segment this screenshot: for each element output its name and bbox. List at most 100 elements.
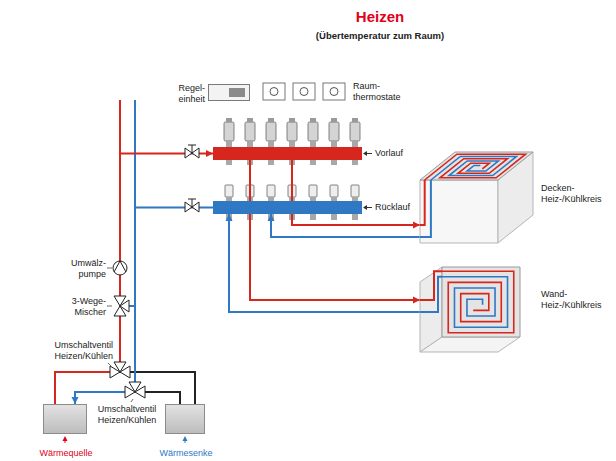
polygon-shape — [120, 366, 130, 378]
rect-shape — [226, 160, 232, 165]
supply-coil — [442, 271, 514, 333]
thermostat-dial — [300, 88, 308, 96]
panel-illustration — [420, 150, 535, 245]
arrowhead — [72, 397, 79, 404]
sink-pointer — [183, 436, 188, 443]
polygon-shape — [185, 202, 192, 212]
back-wall — [420, 180, 498, 243]
three-way-mixer — [114, 296, 129, 316]
room-thermostats — [263, 83, 345, 100]
heat-source: Wärmequelle — [43, 404, 87, 434]
display — [229, 88, 245, 97]
ball-valve — [185, 145, 199, 158]
ceiling-circuit: Decken- Heiz-/Kühlkreis — [420, 150, 609, 245]
return-coil — [431, 156, 517, 180]
polygon-shape — [183, 436, 188, 441]
rect-shape — [310, 118, 316, 122]
pipe-connector — [226, 214, 421, 312]
rect-shape — [268, 160, 274, 165]
arrowhead — [268, 214, 275, 221]
line-shape — [107, 306, 112, 307]
polygon-shape — [192, 202, 199, 212]
node-label: Rücklauf — [375, 202, 410, 213]
rect-shape — [331, 160, 337, 165]
pipe-line — [55, 154, 213, 405]
arrowhead — [206, 150, 213, 157]
subtitle: (Übertemperatur zum Raum) — [250, 30, 510, 42]
valve-label: Umschaltventil Heizen/Kühlen — [92, 404, 162, 426]
rect-shape — [287, 122, 297, 141]
heat-sink: Wärmesenke — [165, 404, 205, 434]
rect-shape — [289, 118, 295, 122]
rect-shape — [330, 185, 338, 197]
thermostat-dial — [270, 88, 278, 96]
ceiling-plane — [420, 152, 533, 180]
return-coil — [442, 277, 508, 327]
line-shape — [108, 363, 111, 366]
line-shape — [188, 145, 196, 146]
wall-circuit: Wand- Heiz-/Kühlkreis — [420, 262, 609, 357]
polygon-shape — [125, 386, 135, 398]
rect-shape — [331, 118, 337, 122]
line-shape — [192, 199, 193, 207]
node-label: Regel- einheit — [167, 83, 205, 105]
rect-shape — [267, 185, 275, 197]
leader-lines — [107, 268, 133, 402]
node-label: Vorlauf — [375, 148, 403, 159]
supply-manifold: Vorlauf — [213, 147, 362, 160]
changeover-valve — [125, 382, 145, 398]
pipe-line — [229, 214, 420, 312]
rect-shape — [329, 122, 339, 141]
return-manifold: Rücklauf — [213, 201, 362, 214]
circulation-pump — [113, 261, 127, 275]
rect-shape — [352, 160, 358, 165]
rect-shape — [225, 185, 233, 197]
rect-shape — [350, 122, 360, 141]
leader-arrow — [363, 147, 373, 160]
polygon-shape — [185, 148, 192, 158]
polygon-shape — [63, 436, 68, 441]
pipe-connector — [250, 160, 420, 304]
arrowhead — [413, 222, 420, 229]
line-shape — [114, 261, 120, 272]
control-unit: Regel- einheit — [208, 84, 250, 101]
rect-shape — [266, 122, 276, 141]
pipe-coil — [425, 154, 526, 180]
rect-shape — [351, 185, 359, 197]
source-pointer — [63, 436, 68, 443]
thermostat-dial — [330, 88, 338, 96]
rect-shape — [247, 118, 253, 122]
valve-label: Umschaltventil Heizen/Kühlen — [38, 340, 113, 362]
line-shape — [107, 268, 112, 269]
rect-shape — [331, 214, 337, 220]
line-shape — [120, 261, 126, 272]
rect-shape — [226, 118, 232, 122]
polygon-shape — [192, 148, 199, 158]
node-label: Wand- Heiz-/Kühlkreis — [541, 289, 607, 311]
wall-plane — [442, 267, 520, 337]
leader-head — [363, 151, 367, 156]
pipe-connector — [55, 150, 213, 404]
return-riser — [420, 277, 442, 312]
leader-arrow — [363, 201, 373, 214]
rect-shape — [352, 118, 358, 122]
node-label: Wärmequelle — [24, 448, 108, 459]
rect-shape — [310, 214, 316, 220]
polygon-shape — [135, 386, 145, 398]
diagram-title: Heizen — [250, 8, 510, 26]
thermostat-box — [323, 83, 345, 100]
arrowhead — [413, 297, 420, 304]
line-shape — [131, 399, 133, 402]
supply-riser — [420, 180, 425, 225]
pipe-line — [292, 160, 420, 225]
line-shape — [188, 199, 196, 200]
thermostat-label: Raum- thermostate — [353, 81, 409, 103]
rect-shape — [224, 122, 234, 141]
node-label: Wärmesenke — [144, 448, 228, 459]
supply-coil — [425, 154, 526, 180]
inactive-pipe — [128, 372, 195, 404]
supply-riser — [119, 100, 121, 153]
